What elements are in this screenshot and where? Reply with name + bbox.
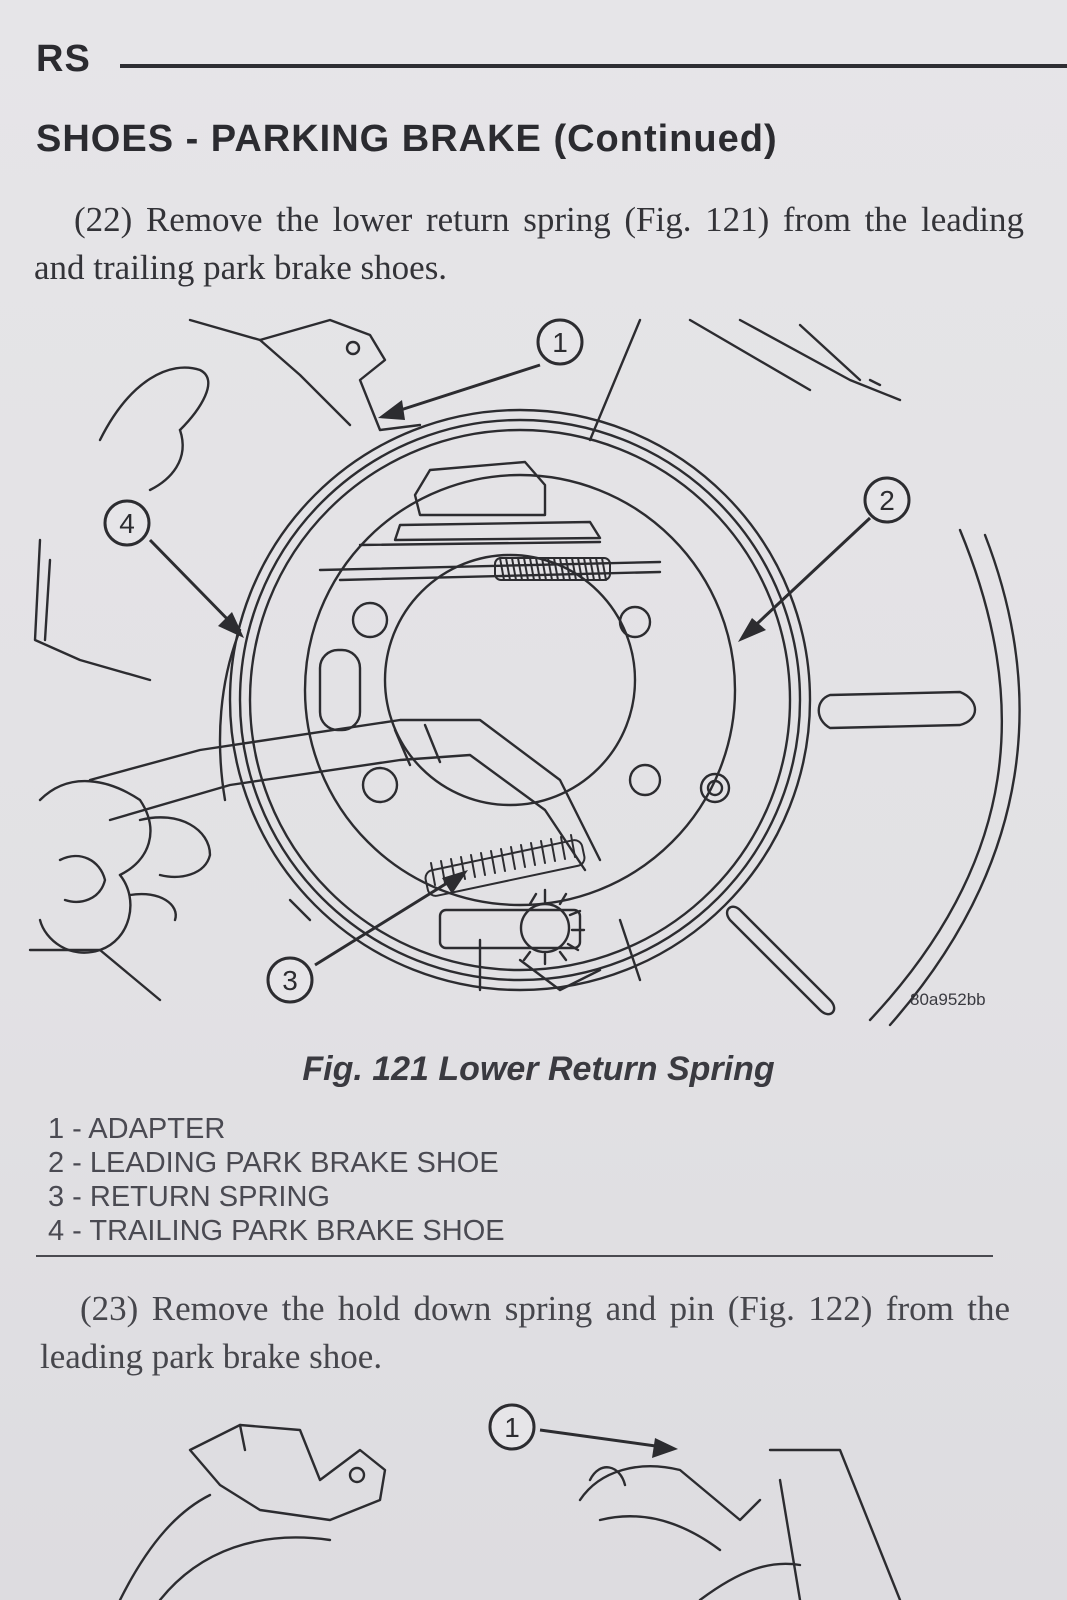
section-title-text: SHOES - PARKING BRAKE xyxy=(36,118,542,160)
figure-reference-code: 80a952bb xyxy=(910,990,986,1009)
legend-item: 1 - ADAPTER xyxy=(48,1113,226,1145)
legend-item: 2 - LEADING PARK BRAKE SHOE xyxy=(48,1147,499,1179)
figure-legend: 1 - ADAPTER 2 - LEADING PARK BRAKE SHOE … xyxy=(48,1112,505,1248)
hold-down-spring-figure: 1 xyxy=(118,1403,902,1600)
legend-divider xyxy=(36,1255,993,1257)
callout-4-label: 4 xyxy=(119,508,135,539)
callout-2-label: 2 xyxy=(879,485,895,516)
callout-1-circle xyxy=(536,318,584,366)
legend-item: 3 - RETURN SPRING xyxy=(48,1181,330,1213)
brake-assembly-figure: 1 2 3 4 xyxy=(28,318,1021,1027)
legend-item: 4 - TRAILING PARK BRAKE SHOE xyxy=(48,1215,505,1247)
section-title: SHOES - PARKING BRAKE (Continued) xyxy=(36,118,778,161)
callout-4-circle xyxy=(103,499,151,547)
callout-1-label: 1 xyxy=(552,327,568,358)
section-code: RS xyxy=(36,38,91,80)
callout-1-circle xyxy=(488,1403,536,1451)
header-rule xyxy=(120,64,1067,68)
callout-3-circle xyxy=(266,956,314,1004)
callout-3-label: 3 xyxy=(282,965,298,996)
callout-2-circle xyxy=(863,476,911,524)
step-22: (22) Remove the lower return spring (Fig… xyxy=(34,200,1024,287)
step-23: (23) Remove the hold down spring and pin… xyxy=(40,1289,1010,1376)
section-title-suffix: (Continued) xyxy=(553,118,778,160)
figure-caption: Fig. 121 Lower Return Spring xyxy=(302,1050,775,1088)
callout-1-label: 1 xyxy=(504,1412,520,1443)
